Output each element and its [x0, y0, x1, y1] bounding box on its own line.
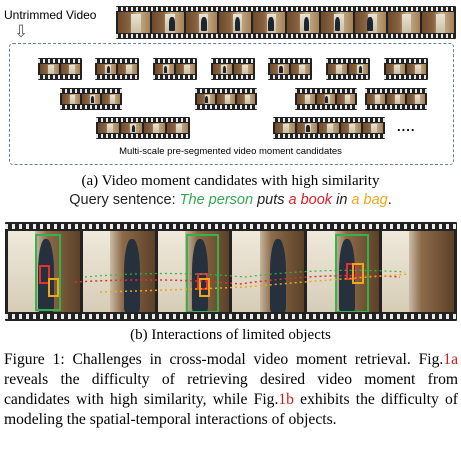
candidate-clip [195, 88, 257, 110]
video-frame [157, 231, 230, 312]
candidate-clip [211, 58, 255, 80]
caption-part1: Figure 1: Challenges in cross-modal vide… [4, 351, 444, 368]
video-frame [320, 12, 353, 33]
query-object: a book [288, 192, 333, 208]
query-prefix: Query sentence: [69, 192, 180, 208]
video-frame [151, 12, 184, 33]
video-frame [388, 12, 421, 33]
video-frame [219, 12, 252, 33]
candidate-clip [365, 88, 427, 110]
interaction-filmstrip [5, 222, 457, 321]
query-prep: in [336, 192, 348, 208]
caption-part2: reveals the difficulty of retrieving des… [4, 371, 458, 408]
person-bounding-box [35, 234, 61, 312]
video-frame [185, 12, 218, 33]
caption-part3: exhibits the difficulty of modeling the … [4, 391, 458, 428]
candidate-clip [326, 58, 370, 80]
bag-bounding-box [198, 277, 211, 297]
query-sentence: Query sentence: The person puts a book i… [0, 192, 461, 208]
more-candidates-ellipsis: .... [397, 119, 416, 134]
down-arrow-icon: ⇩ [14, 22, 29, 42]
subcaption-a: (a) Video moment candidates with high si… [81, 173, 380, 189]
candidate-clip [384, 58, 428, 80]
figure-caption: Figure 1: Challenges in cross-modal vide… [4, 350, 458, 430]
video-frame [354, 12, 387, 33]
query-verb: puts [257, 192, 285, 208]
untrimmed-video-filmstrip [116, 6, 456, 39]
query-subject: The person [179, 192, 254, 208]
video-frame [307, 231, 380, 312]
candidate-clip [295, 88, 357, 110]
video-frame [8, 231, 80, 312]
query-end: . [387, 192, 392, 208]
video-frame [422, 12, 454, 33]
video-frame [253, 12, 285, 33]
candidates-box [9, 43, 454, 165]
candidate-clip [96, 117, 190, 139]
figure-ref-1a[interactable]: 1a [443, 351, 458, 368]
video-frame [82, 231, 155, 312]
video-frame [382, 231, 454, 312]
figure-ref-1b[interactable]: 1b [278, 391, 294, 408]
video-frame [232, 231, 305, 312]
candidate-clip [38, 58, 82, 80]
candidate-clip [268, 58, 312, 80]
candidate-clip [273, 117, 385, 139]
candidates-caption: Multi-scale pre-segmented video moment c… [119, 146, 342, 157]
candidate-clip [60, 88, 122, 110]
candidate-clip [95, 58, 139, 80]
video-frame [118, 12, 150, 33]
bag-bounding-box [47, 277, 60, 297]
untrimmed-video-label: Untrimmed Video [4, 8, 97, 22]
query-place: a bag [351, 192, 388, 208]
subcaption-b: (b) Interactions of limited objects [130, 327, 331, 343]
book-bounding-box [38, 265, 51, 284]
candidate-clip [153, 58, 197, 80]
video-frame [286, 12, 319, 33]
bag-bounding-box [351, 263, 365, 284]
